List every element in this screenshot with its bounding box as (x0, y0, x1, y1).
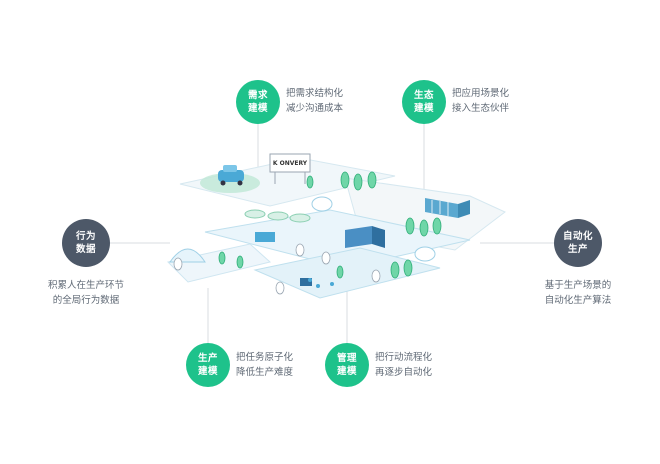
tables (244, 209, 311, 223)
rabbit-figures (173, 243, 381, 295)
behavior-node-line1: 行为 (75, 231, 96, 242)
automation-production-node: 自动化 生产 (554, 219, 602, 267)
left-platform (167, 243, 272, 283)
management-description: 把行动流程化 再逐步自动化 (375, 350, 432, 380)
behavior-node-line2: 数据 (75, 244, 96, 255)
management-node-line2: 建模 (336, 366, 357, 377)
production-node-line1: 生产 (197, 353, 218, 364)
billboard-text: K ONVERY (273, 160, 308, 167)
production-desc-line1: 把任务原子化 (236, 352, 294, 363)
demand-modeling-node: 需求 建模 (236, 80, 280, 124)
management-desc-line1: 把行动流程化 (375, 352, 433, 363)
ecology-node-line1: 生态 (413, 90, 434, 101)
ecology-description: 把应用场景化 接入生态伙伴 (452, 86, 509, 116)
ecology-desc-line1: 把应用场景化 (452, 88, 510, 99)
demand-description: 把需求结构化 减少沟通成本 (286, 86, 343, 116)
production-modeling-node: 生产 建模 (186, 343, 230, 387)
automation-description: 基于生产场景的 自动化生产算法 (528, 278, 628, 308)
car-glow (200, 173, 260, 193)
delivery-truck (425, 198, 470, 218)
demand-node-line2: 建模 (247, 103, 268, 114)
behavior-desc-line1: 积累人在生产环节 (47, 280, 124, 291)
management-modeling-node: 管理 建模 (325, 343, 369, 387)
road-platform (179, 157, 396, 207)
green-figures (218, 171, 442, 279)
markers (308, 278, 334, 288)
management-desc-line2: 再逐步自动化 (375, 367, 433, 378)
car (218, 165, 244, 186)
production-description: 把任务原子化 降低生产难度 (236, 350, 293, 380)
konvery-billboard: K ONVERY (269, 153, 311, 184)
demand-node-line1: 需求 (247, 90, 268, 101)
automation-node-line1: 自动化 (562, 231, 593, 242)
production-desc-line2: 降低生产难度 (236, 367, 294, 378)
automation-desc-line2: 自动化生产算法 (544, 295, 612, 306)
behavior-data-node: 行为 数据 (62, 219, 110, 267)
ecology-modeling-node: 生态 建模 (402, 80, 446, 124)
behavior-description: 积累人在生产环节 的全局行为数据 (36, 278, 136, 308)
automation-desc-line1: 基于生产场景的 (544, 280, 612, 291)
demand-desc-line1: 把需求结构化 (286, 88, 344, 99)
automation-node-line2: 生产 (567, 244, 588, 255)
behavior-desc-line2: 的全局行为数据 (52, 295, 120, 306)
ecology-desc-line2: 接入生态伙伴 (452, 103, 510, 114)
clouds (311, 196, 436, 262)
demand-desc-line2: 减少沟通成本 (286, 103, 344, 114)
ecology-node-line2: 建模 (413, 103, 434, 114)
machine-station (255, 226, 385, 286)
management-node-line1: 管理 (336, 353, 357, 364)
main-floor (204, 209, 471, 269)
production-node-line2: 建模 (197, 366, 218, 377)
